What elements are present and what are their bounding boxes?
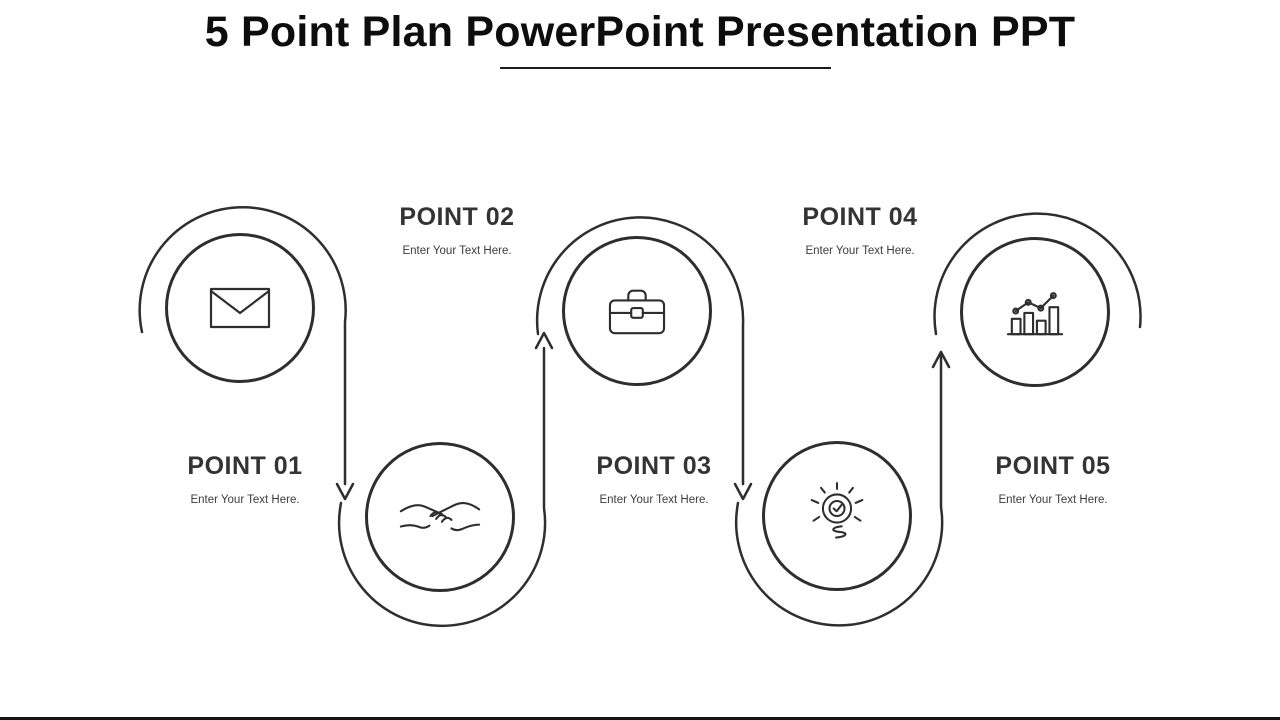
point-4-circle: [762, 441, 912, 591]
point-2-circle: [365, 442, 515, 592]
point-2-title: POINT 02: [399, 203, 515, 231]
arrow-up-1: [534, 331, 554, 350]
point-1-title: POINT 01: [187, 452, 303, 480]
point-4-title: POINT 04: [802, 203, 918, 231]
point-5-circle: [960, 237, 1110, 387]
point-1-label-block: POINT 01 Enter Your Text Here.: [135, 452, 355, 506]
arc-point-4: [734, 350, 944, 627]
arc-point-3: [535, 216, 745, 486]
point-1-text-placeholder[interactable]: Enter Your Text Here.: [190, 494, 300, 506]
arc-point-1: [138, 205, 347, 486]
lightbulb-check-icon: [810, 482, 864, 539]
arrow-down-2: [733, 482, 753, 501]
point-3-circle: [562, 236, 712, 386]
bottom-bar: [0, 717, 1280, 720]
point-2-label-block: POINT 02 Enter Your Text Here.: [347, 203, 567, 257]
point-2-text-placeholder[interactable]: Enter Your Text Here.: [402, 245, 512, 257]
point-5-title: POINT 05: [995, 452, 1111, 480]
envelope-icon: [209, 287, 271, 329]
point-5-text-placeholder[interactable]: Enter Your Text Here.: [998, 494, 1108, 506]
point-3-title: POINT 03: [596, 452, 712, 480]
point-3-label-block: POINT 03 Enter Your Text Here.: [544, 452, 764, 506]
bar-chart-growth-icon: [1006, 292, 1064, 336]
slide-title: 5 Point Plan PowerPoint Presentation PPT: [204, 8, 1076, 56]
point-1-circle: [165, 233, 315, 383]
briefcase-icon: [608, 289, 666, 335]
point-3-text-placeholder[interactable]: Enter Your Text Here.: [599, 494, 709, 506]
title-underline: [500, 67, 831, 69]
arrow-down-1: [335, 482, 355, 501]
arc-point-2: [337, 346, 547, 628]
point-4-label-block: POINT 04 Enter Your Text Here.: [750, 203, 970, 257]
handshake-icon: [399, 502, 481, 532]
point-4-text-placeholder[interactable]: Enter Your Text Here.: [805, 245, 915, 257]
point-5-label-block: POINT 05 Enter Your Text Here.: [943, 452, 1163, 506]
arc-point-5: [933, 212, 1142, 336]
arrow-up-2: [931, 350, 951, 369]
